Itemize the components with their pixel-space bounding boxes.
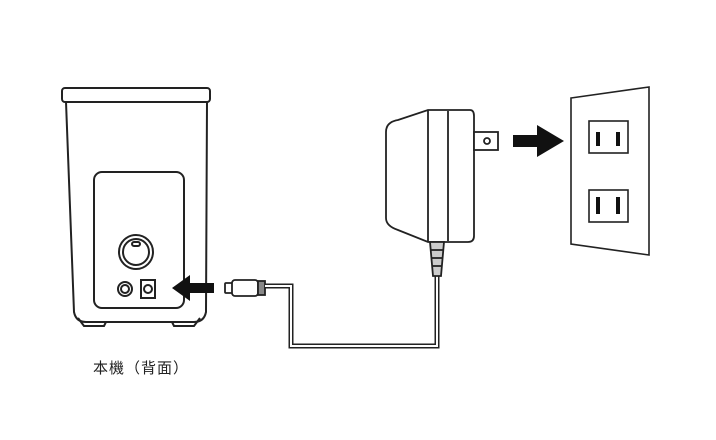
unit-connector-inner [122, 238, 150, 266]
socket-slot [616, 197, 620, 214]
unit-caption: 本機（背面） [93, 359, 190, 377]
socket-slot [616, 132, 620, 146]
cable-inner [265, 270, 438, 347]
arrow-left-icon [172, 275, 214, 301]
main-unit-rear [61, 87, 211, 327]
adapter-body [385, 109, 475, 243]
outlet-socket-bottom [588, 189, 629, 223]
unit-foot-right [171, 317, 201, 327]
arrow-right-icon [513, 125, 564, 157]
outlet-socket-top [588, 120, 629, 154]
unit-audio-jack [117, 281, 133, 297]
dc-plug-body [231, 279, 259, 297]
wall-outlet [570, 86, 650, 256]
dc-in-jack-inner [143, 284, 153, 294]
ac-adapter [385, 109, 499, 277]
outlet-plate [570, 86, 650, 256]
adapter-strain-relief [429, 241, 445, 277]
unit-connector-outer [118, 234, 154, 270]
socket-slot [596, 197, 600, 214]
unit-body [65, 101, 208, 323]
unit-rear-panel [93, 171, 185, 309]
adapter-prong-hole [483, 137, 491, 145]
unit-connector-key [131, 241, 141, 247]
dc-plug [224, 279, 266, 297]
socket-slot [596, 132, 600, 146]
dc-in-jack [140, 279, 156, 299]
unit-foot-left [77, 317, 107, 327]
dc-plug-strain-relief [257, 280, 266, 296]
unit-audio-jack-inner [120, 284, 130, 294]
unit-top-lid [61, 87, 211, 103]
